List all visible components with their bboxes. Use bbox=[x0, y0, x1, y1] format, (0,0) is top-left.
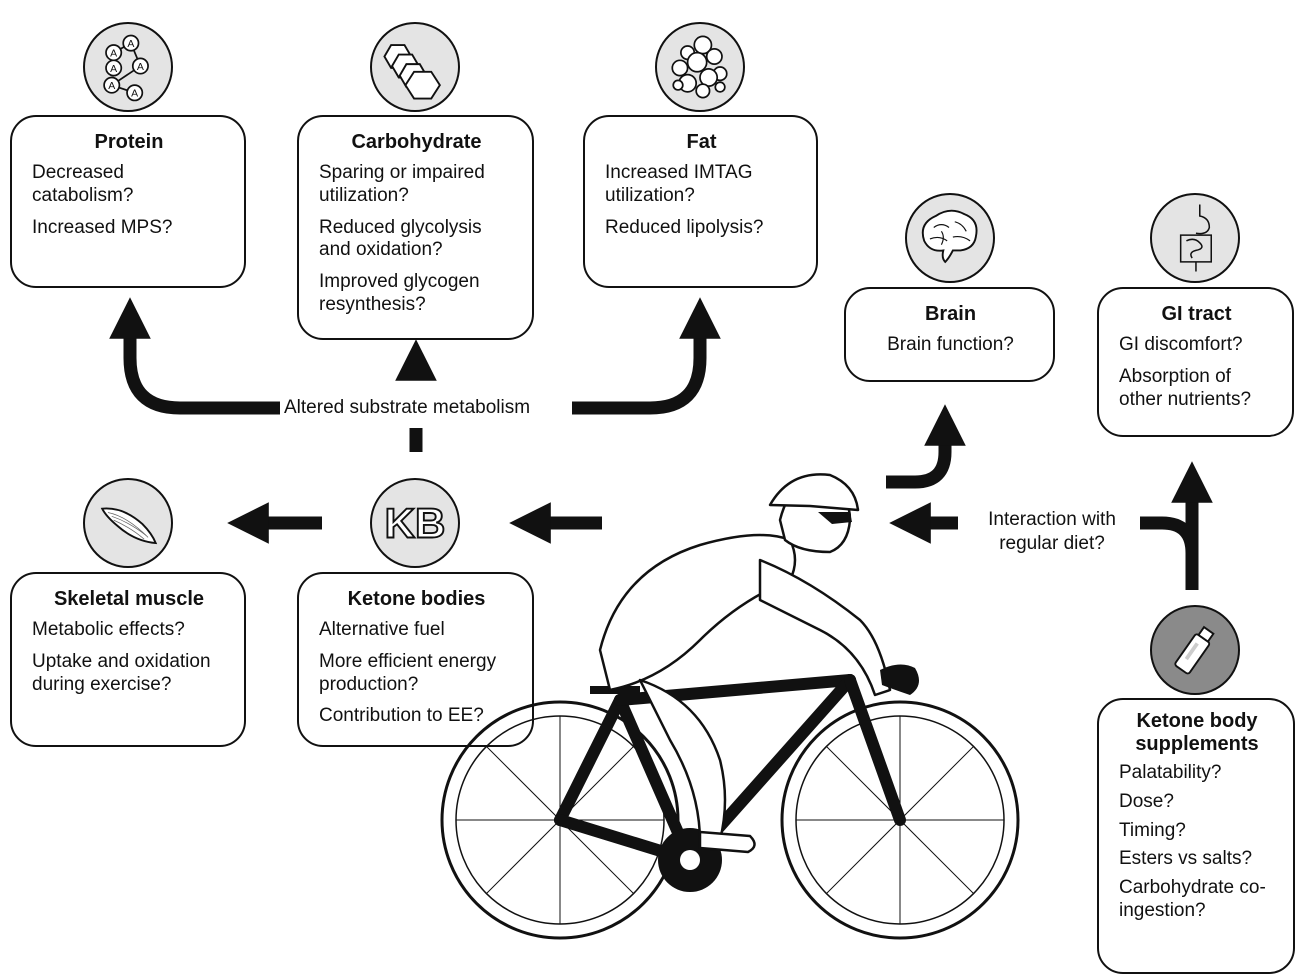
arrow-to-brain bbox=[886, 404, 966, 489]
skeletal-muscle-box: Skeletal muscle Metabolic effects? Uptak… bbox=[10, 572, 246, 747]
ketone-bodies-item: Alternative fuel bbox=[319, 619, 445, 640]
svg-text:A: A bbox=[131, 88, 138, 100]
supplements-item: Dose? bbox=[1119, 790, 1174, 812]
gi-tract-item: GI discomfort? bbox=[1119, 334, 1243, 355]
protein-title: Protein bbox=[94, 131, 164, 153]
helmet bbox=[768, 473, 860, 512]
fat-droplets-icon bbox=[655, 22, 745, 112]
arrow-to-protein bbox=[109, 297, 282, 415]
carbohydrate-item: Improved glycogen resynthesis? bbox=[319, 271, 480, 315]
protein-item: Decreased catabolism? bbox=[32, 162, 134, 206]
front-wheel bbox=[780, 700, 1020, 940]
supplements-item: Timing? bbox=[1119, 819, 1186, 841]
sunglasses bbox=[818, 512, 852, 524]
rider-leg bbox=[638, 678, 727, 844]
supplements-title: Ketone body supplements bbox=[1135, 710, 1259, 755]
fat-item: Increased IMTAG utilization? bbox=[605, 162, 753, 206]
carbohydrate-title: Carbohydrate bbox=[351, 131, 482, 153]
svg-text:A: A bbox=[110, 47, 117, 59]
supplements-item: Palatability? bbox=[1119, 762, 1222, 783]
gi-tract-title: GI tract bbox=[1161, 303, 1232, 325]
hexagon-stack-icon bbox=[370, 22, 460, 112]
gi-tract-box: GI tract GI discomfort? Absorption of ot… bbox=[1097, 287, 1294, 437]
svg-text:A: A bbox=[127, 38, 134, 50]
supplements-item: Esters vs salts? bbox=[1119, 848, 1253, 870]
supplements-box: Ketone body supplements Palatability? Do… bbox=[1097, 698, 1295, 974]
svg-text:A: A bbox=[137, 61, 144, 73]
rider-arm bbox=[758, 558, 892, 697]
ketone-bodies-item: More efficient energy production? bbox=[319, 650, 497, 695]
shoe bbox=[698, 830, 756, 854]
brain-box: Brain Brain function? bbox=[844, 287, 1055, 382]
carbohydrate-box: Carbohydrate Sparing or impaired utiliza… bbox=[297, 115, 534, 340]
fat-item: Reduced lipolysis? bbox=[605, 216, 764, 238]
diet-label: Interaction with regular diet? bbox=[972, 508, 1132, 556]
svg-text:KB: KB bbox=[385, 499, 446, 546]
protein-box: Protein Decreased catabolism? Increased … bbox=[10, 115, 246, 288]
ketone-bodies-kb-icon: KB bbox=[370, 478, 460, 568]
gi-tract-item: Absorption of other nutrients? bbox=[1119, 365, 1252, 410]
carbohydrate-item: Sparing or impaired utilization? bbox=[319, 162, 485, 206]
fat-title: Fat bbox=[686, 131, 717, 153]
svg-text:A: A bbox=[110, 63, 117, 75]
ketone-bodies-box: Ketone bodies Alternative fuel More effi… bbox=[297, 572, 534, 747]
ketone-bodies-title: Ketone bodies bbox=[347, 588, 486, 610]
carbohydrate-item: Reduced glycolysis and oxidation? bbox=[319, 216, 482, 261]
skeletal-muscle-item: Uptake and oxidation during exercise? bbox=[32, 650, 211, 695]
protein-item: Increased MPS? bbox=[32, 216, 173, 238]
ketone-bodies-item: Contribution to EE? bbox=[319, 705, 484, 727]
muscle-icon bbox=[83, 478, 173, 568]
svg-text:A: A bbox=[108, 80, 115, 92]
brain-icon bbox=[905, 193, 995, 283]
supplements-item: Carbohydrate co-ingestion? bbox=[1119, 877, 1266, 921]
arrow-to-fat bbox=[572, 297, 721, 415]
skeletal-muscle-item: Metabolic effects? bbox=[32, 619, 185, 640]
glove bbox=[880, 664, 919, 695]
supplement-bottle-icon bbox=[1150, 605, 1240, 695]
fat-box: Fat Increased IMTAG utilization? Reduced… bbox=[583, 115, 818, 288]
rider-torso bbox=[598, 533, 797, 692]
arrow-to-gi-tract bbox=[1140, 482, 1192, 590]
brain-item: Brain function? bbox=[887, 334, 1014, 355]
gi-tract-icon bbox=[1150, 193, 1240, 283]
skeletal-muscle-title: Skeletal muscle bbox=[53, 588, 205, 610]
brain-title: Brain bbox=[924, 303, 977, 325]
substrate-label: Altered substrate metabolism bbox=[280, 396, 535, 420]
